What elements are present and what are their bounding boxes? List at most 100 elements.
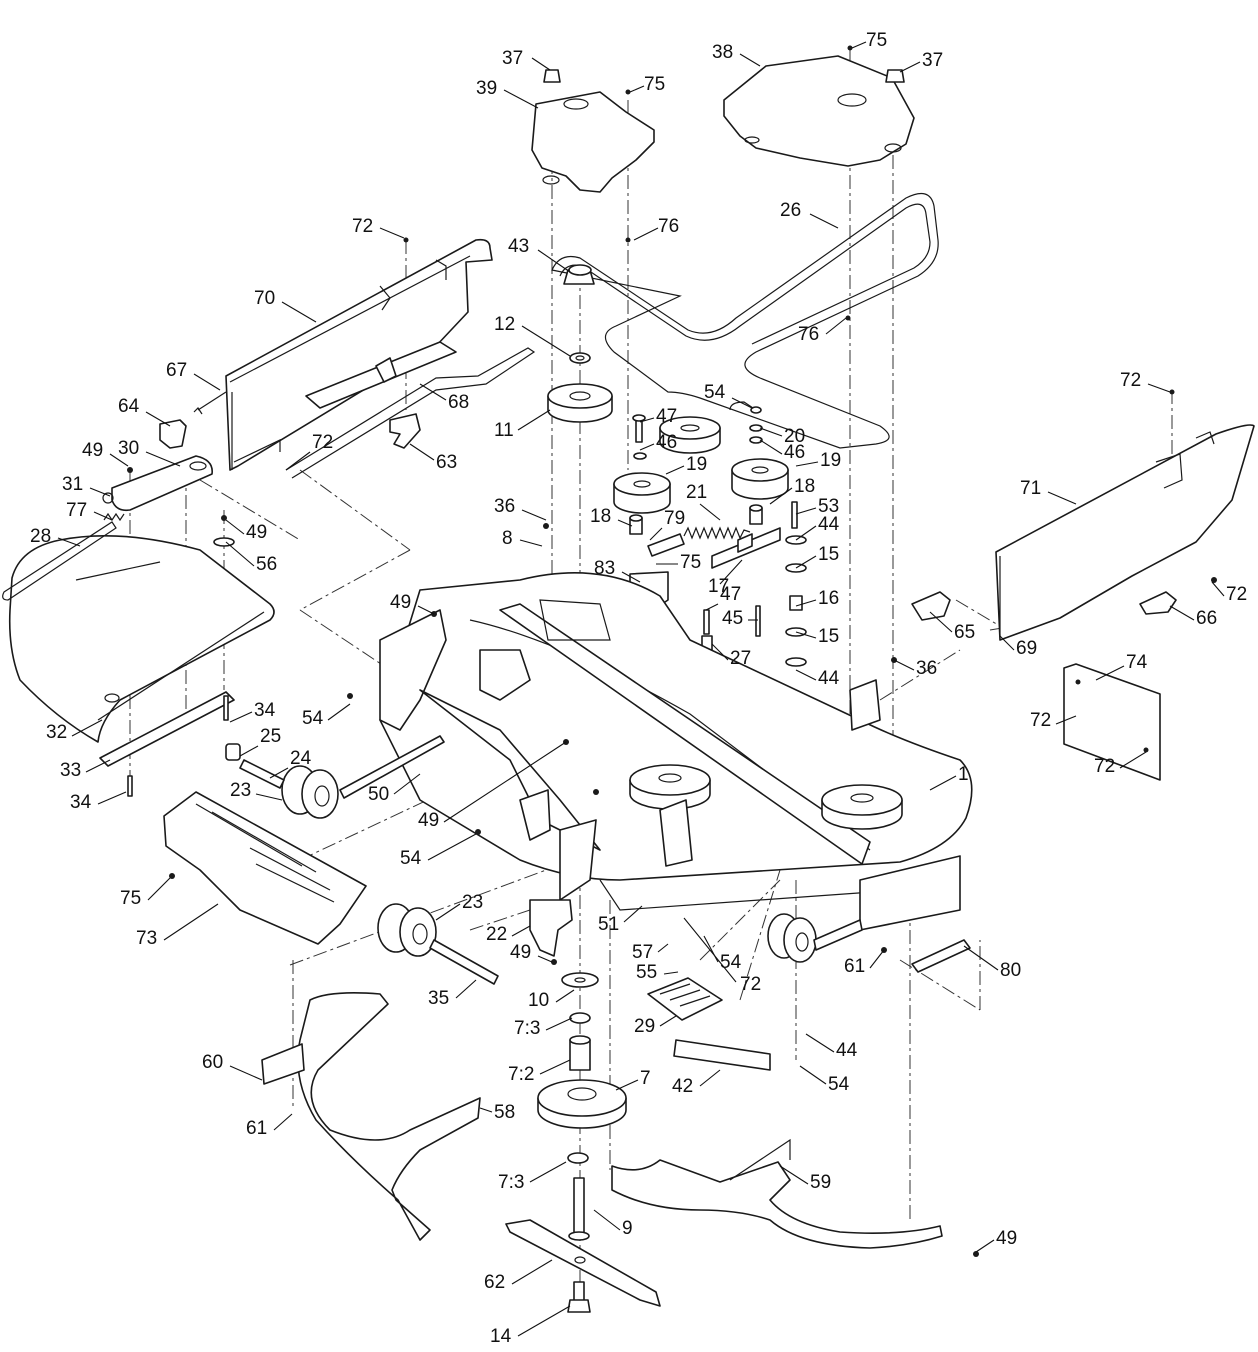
part-22-bracket (529, 899, 573, 957)
leader-c37b (899, 61, 921, 73)
part-73-deck-step (163, 791, 367, 945)
callout-c72f: 72 (1094, 756, 1115, 777)
leader-c63 (409, 443, 435, 461)
callout-c19b: 19 (820, 450, 841, 471)
callout-c75b: 75 (866, 30, 887, 51)
leader-c79 (649, 527, 663, 541)
leader-c36a (521, 509, 547, 521)
leader-c44b (795, 669, 817, 681)
callout-c72b: 72 (312, 432, 333, 453)
callout-c79: 79 (664, 508, 685, 529)
callout-c61b: 61 (246, 1118, 267, 1139)
part-33-plate (99, 467, 235, 797)
part-31-clip (102, 492, 114, 504)
part-30-pivot-arm (111, 455, 213, 512)
leader-c34b (97, 791, 127, 805)
callout-c54e: 54 (828, 1074, 850, 1095)
leader-c67 (193, 373, 221, 391)
leader-c72g (683, 917, 737, 983)
leader-c72b (285, 451, 311, 471)
callout-c54d: 54 (720, 952, 742, 973)
callout-c47b: 47 (720, 584, 741, 605)
leader-c49f (975, 1239, 995, 1253)
callout-c71: 71 (1020, 478, 1041, 499)
leader-c60 (229, 1065, 263, 1081)
callout-c57: 57 (632, 942, 653, 963)
callout-c18a: 18 (590, 506, 611, 527)
callout-c44a: 44 (818, 514, 840, 535)
part-32-belt-cover-left (8, 534, 275, 743)
leader-c18a (617, 519, 633, 527)
callout-c11: 11 (494, 420, 514, 441)
callout-c26: 26 (780, 200, 801, 221)
callout-c66: 66 (1196, 608, 1217, 629)
callout-c68: 68 (448, 392, 469, 413)
part-29-rubber-pad (647, 977, 723, 1021)
part-63-latch-bracket (389, 413, 421, 449)
callout-c75a: 75 (644, 74, 665, 95)
callout-c60: 60 (202, 1052, 223, 1073)
part-80-rubber-strip (911, 939, 971, 973)
callout-c45: 45 (722, 608, 743, 629)
deck-left-brackets (379, 609, 881, 901)
part-23-gauge-wheels (281, 735, 863, 985)
callout-c15b: 15 (818, 626, 839, 647)
callout-c70: 70 (254, 288, 275, 309)
leader-c23a (255, 793, 283, 801)
callout-c73: 73 (136, 928, 157, 949)
leader-c7-3a (545, 1017, 573, 1031)
leader-c8 (519, 539, 543, 547)
part-68-chute-rod (285, 347, 536, 479)
leader-c46b (759, 439, 783, 455)
leader-c36b (893, 659, 915, 671)
callout-c63: 63 (436, 452, 457, 473)
part-58-baffle (297, 992, 481, 1241)
callout-c56: 56 (256, 554, 277, 575)
callout-c7-3a: 7:3 (514, 1018, 540, 1039)
leader-c10 (555, 989, 575, 1003)
callout-c34b: 34 (70, 792, 92, 813)
callout-c25: 25 (260, 726, 281, 747)
leader-c7-3b (529, 1161, 567, 1183)
leader-c20 (759, 427, 783, 437)
part-9-spindle-shaft (568, 1177, 590, 1241)
callout-c76a: 76 (658, 216, 679, 237)
leader-c61b (273, 1113, 293, 1131)
callout-c35: 35 (428, 988, 449, 1009)
callout-c59: 59 (810, 1172, 831, 1193)
deck-spindle-pulleys (629, 416, 903, 830)
callout-c19a: 19 (686, 454, 707, 475)
part-59-baffle (611, 1138, 943, 1249)
callout-c36b: 36 (916, 658, 937, 679)
parts-24-25-axle-spacer (225, 743, 285, 789)
leader-c12 (521, 325, 571, 357)
callout-c16: 16 (818, 588, 839, 609)
part-7-spindle-housing (537, 1012, 627, 1164)
leader-c68 (419, 383, 447, 401)
callout-c72a: 72 (352, 216, 373, 237)
leader-c49b (225, 519, 245, 535)
part-60-baffle-end (261, 1043, 305, 1085)
leader-c34a (229, 711, 253, 723)
callout-c54c: 54 (400, 848, 422, 869)
leader-c7-2 (539, 1059, 571, 1075)
callout-c33: 33 (60, 760, 81, 781)
callout-c72c: 72 (1120, 370, 1141, 391)
callout-c15a: 15 (818, 544, 839, 565)
callout-c46b: 46 (784, 442, 805, 463)
leader-c49d (443, 741, 567, 823)
leader-c15a (795, 555, 817, 569)
leader-c19a (665, 465, 685, 475)
leader-c66 (1169, 605, 1195, 621)
callout-c24: 24 (290, 748, 312, 769)
leader-c77 (93, 511, 113, 521)
callout-c74: 74 (1126, 652, 1148, 673)
callout-c72e: 72 (1030, 710, 1051, 731)
leader-c54c (427, 833, 477, 861)
leader-c54a (731, 397, 753, 409)
part-28-lift-rod (2, 521, 117, 601)
leader-c38 (739, 53, 761, 67)
leader-c54e (799, 1065, 827, 1085)
leader-c69 (999, 635, 1015, 651)
